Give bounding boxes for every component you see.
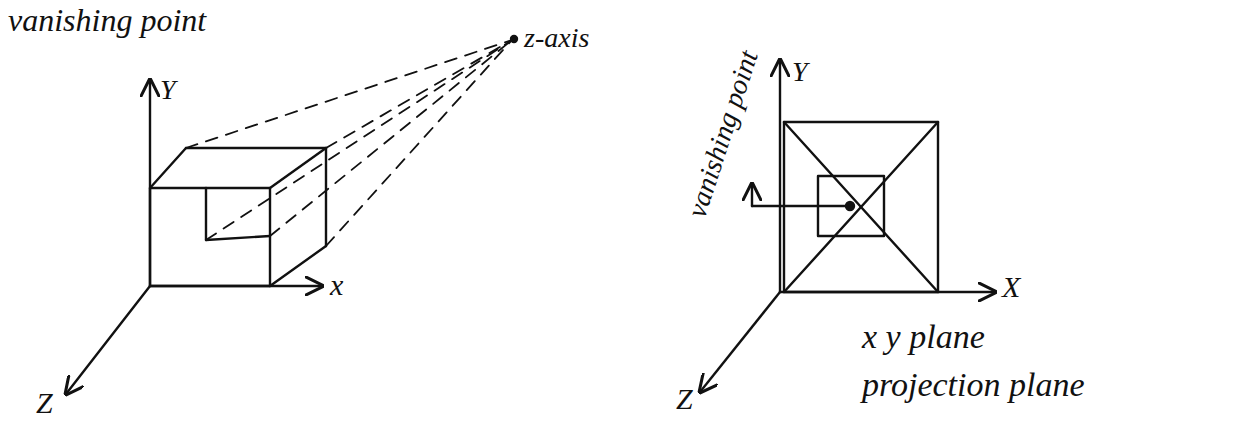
- axis-label: Z: [36, 388, 53, 418]
- local-axis: [752, 205, 848, 207]
- vanishing-dot: [511, 36, 517, 42]
- y-axis: [779, 60, 781, 292]
- local-axis: [751, 184, 753, 206]
- plane-label: projection plane: [862, 368, 1085, 402]
- plane-label: x y plane: [862, 320, 985, 354]
- axis-label: Y: [792, 58, 808, 86]
- point-label: z-axis: [524, 24, 589, 52]
- perspective-box: [150, 148, 326, 286]
- axis-label: X: [1002, 272, 1020, 302]
- projector-lines: [186, 40, 512, 246]
- z-axis-line: [66, 286, 150, 394]
- heading-label: vanishing point: [8, 4, 206, 36]
- axis-label: x: [330, 270, 343, 300]
- axis-label: Y: [160, 76, 176, 104]
- axis-label: Z: [676, 384, 693, 414]
- z-axis-line: [700, 292, 780, 392]
